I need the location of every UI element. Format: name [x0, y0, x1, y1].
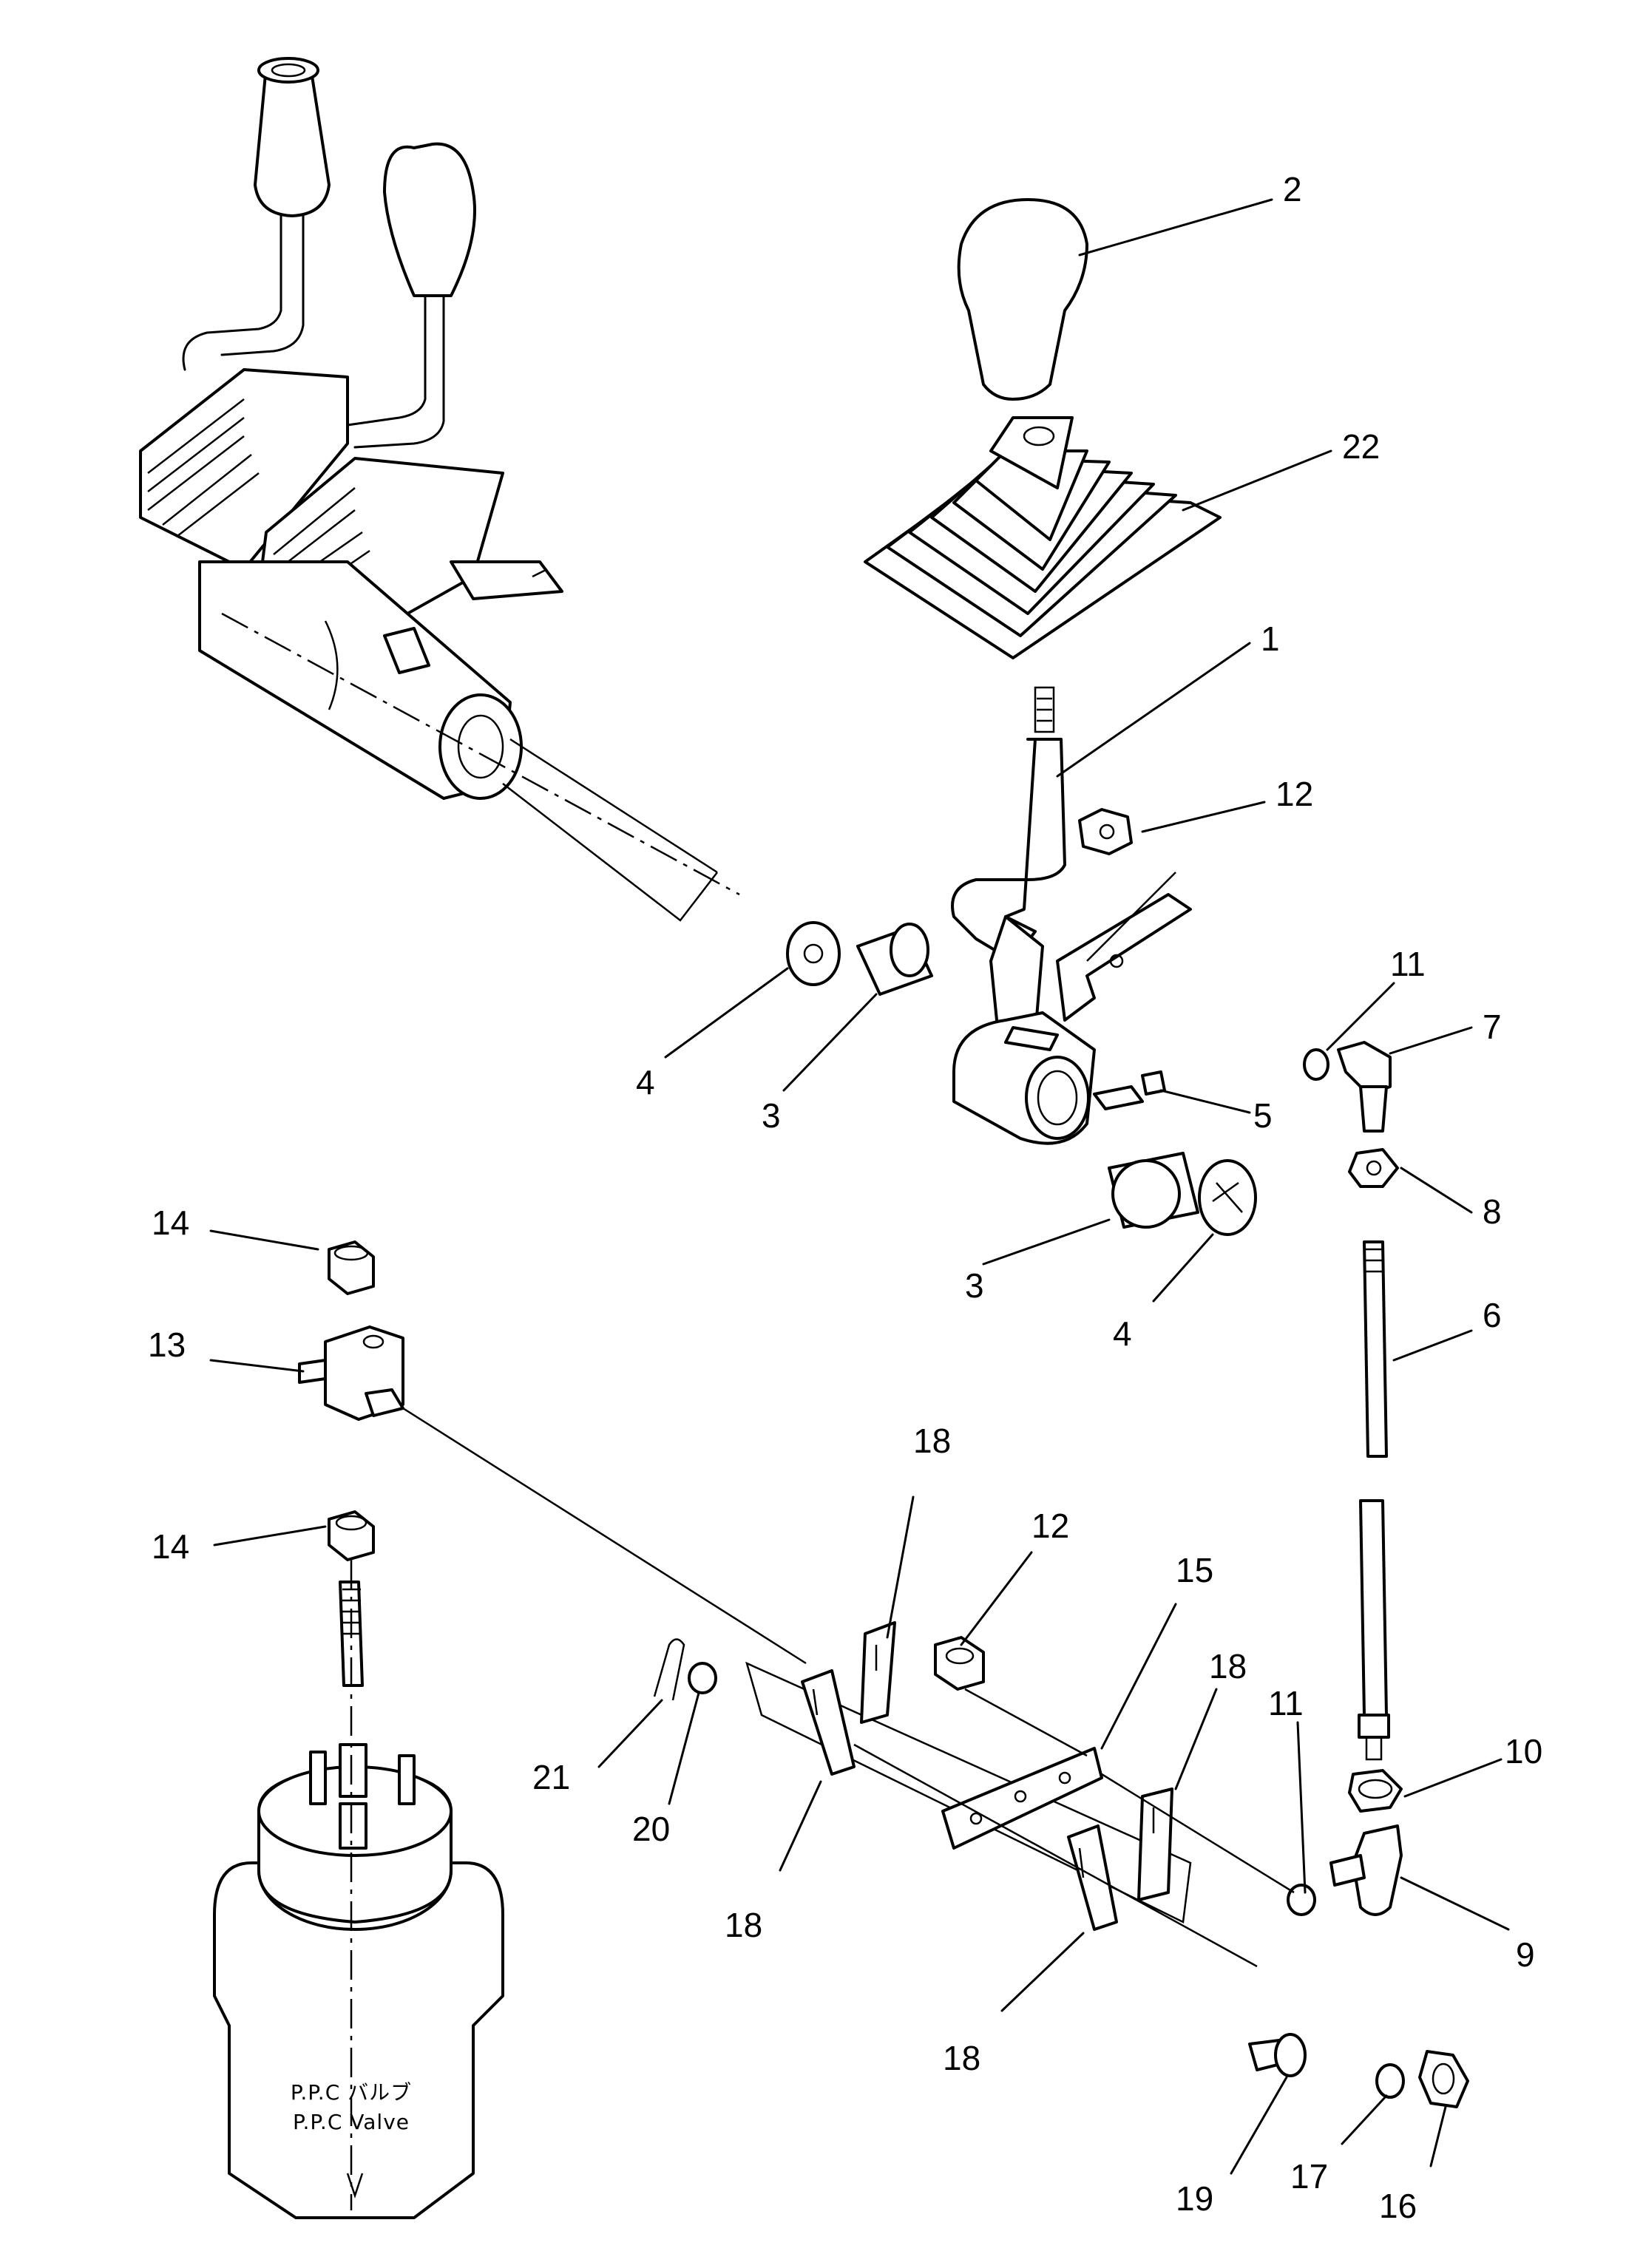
callout-6: 6 — [1483, 1296, 1502, 1334]
callout-7: 7 — [1483, 1008, 1502, 1046]
leader-lines — [209, 198, 1510, 2175]
callout-19: 19 — [1176, 2179, 1213, 2218]
callout-9: 9 — [1516, 1935, 1535, 1974]
callout-11-lower: 11 — [1268, 1684, 1304, 1722]
callout-labels: 2 22 1 12 11 4 3 5 7 8 3 4 6 14 13 14 18… — [148, 170, 1542, 2225]
callout-21: 21 — [532, 1758, 570, 1796]
callout-13: 13 — [148, 1325, 186, 1364]
lever-part-1 — [951, 686, 1192, 1145]
callout-18-left: 18 — [725, 1906, 762, 1944]
knob-part-2 — [957, 198, 1088, 401]
callout-3-right: 3 — [965, 1266, 984, 1305]
callout-12-lower: 12 — [1031, 1507, 1069, 1545]
callout-10: 10 — [1505, 1732, 1542, 1770]
callout-18-right-top: 18 — [1209, 1647, 1247, 1685]
small-parts — [298, 808, 1469, 2108]
callout-4-left: 4 — [636, 1063, 655, 1101]
callout-15: 15 — [1176, 1551, 1213, 1589]
callout-22: 22 — [1342, 427, 1380, 466]
callout-18-bottom: 18 — [943, 2039, 980, 2077]
callout-18-top: 18 — [913, 1422, 951, 1460]
callout-1: 1 — [1261, 619, 1280, 658]
callout-16: 16 — [1379, 2187, 1417, 2225]
linkage-assembly — [402, 1407, 1295, 1968]
boot-part-22 — [864, 416, 1222, 659]
callout-4-right: 4 — [1113, 1314, 1132, 1353]
callout-12-upper: 12 — [1276, 775, 1313, 813]
callout-2: 2 — [1283, 170, 1302, 208]
callout-8: 8 — [1483, 1192, 1502, 1231]
callout-14-upper: 14 — [152, 1203, 189, 1242]
reference-lever-assembly — [139, 57, 740, 922]
callout-20: 20 — [632, 1810, 670, 1848]
callout-5: 5 — [1253, 1096, 1273, 1135]
ppc-valve: P.P.C バルブ P.P.C Valve — [213, 1560, 504, 2219]
callout-17: 17 — [1290, 2157, 1328, 2196]
callout-11-upper: 11 — [1390, 945, 1426, 983]
callout-14-lower: 14 — [152, 1527, 189, 1566]
callout-3-left: 3 — [762, 1096, 781, 1135]
